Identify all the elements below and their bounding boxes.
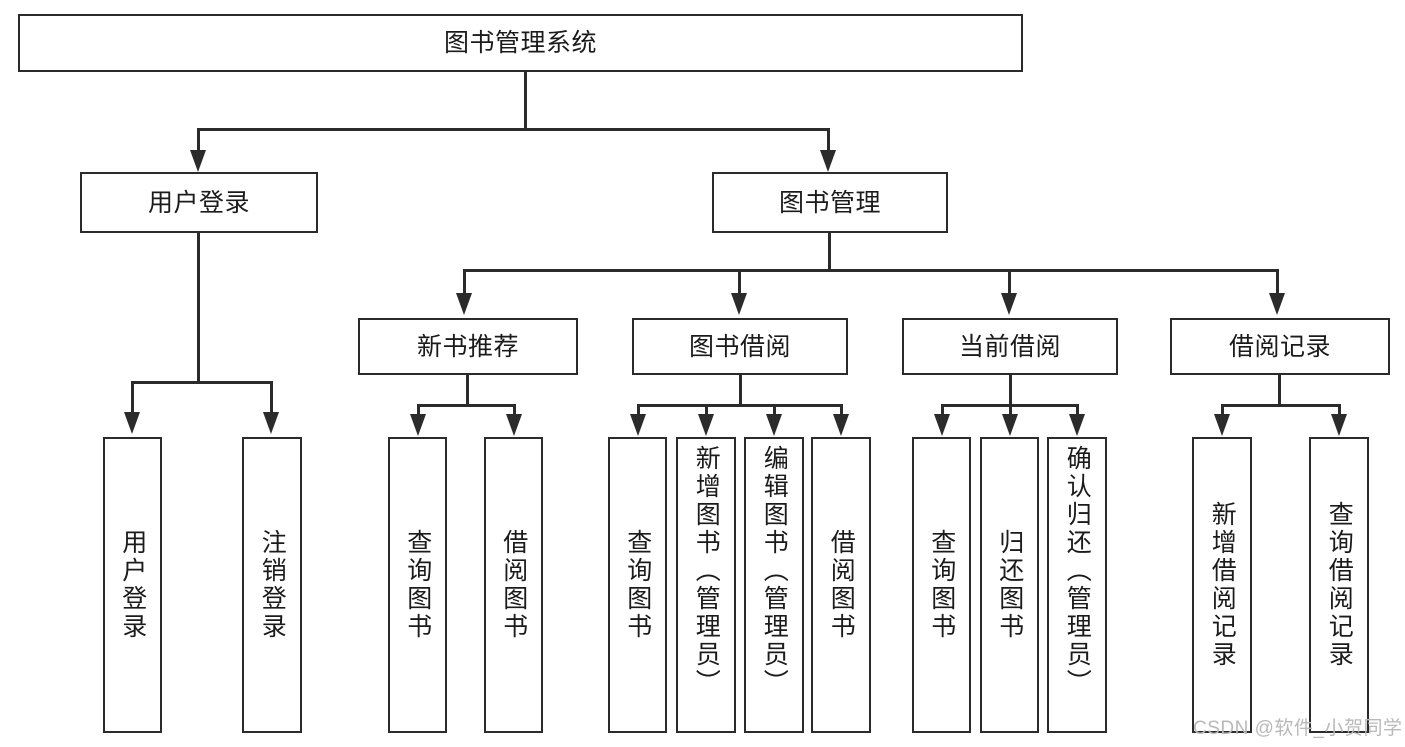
edge-user-login-stem bbox=[197, 233, 200, 383]
node-label: 借阅图书 bbox=[827, 529, 856, 641]
arrowhead-bb-leaf-1 bbox=[630, 414, 646, 436]
edge-root-to-user-login bbox=[197, 128, 200, 152]
node-leaf-query-book-2[interactable]: 查询图书 bbox=[608, 437, 667, 733]
edge-cb-drop-3 bbox=[1076, 404, 1079, 416]
node-label: 编辑图书（管理员） bbox=[760, 445, 789, 697]
edge-bb-drop-1 bbox=[637, 404, 640, 416]
arrowhead-bm-to-borrow-record bbox=[1269, 293, 1285, 315]
edge-nbr-bus bbox=[417, 404, 516, 407]
edge-root-bus bbox=[197, 128, 829, 131]
node-leaf-logout-login[interactable]: 注销登录 bbox=[242, 437, 302, 733]
node-leaf-query-book-3[interactable]: 查询图书 bbox=[912, 437, 971, 733]
edge-nbr-drop-1 bbox=[417, 404, 420, 416]
node-leaf-query-borrow-record[interactable]: 查询借阅记录 bbox=[1309, 437, 1369, 733]
edge-nbr-stem bbox=[466, 375, 469, 407]
arrowhead-root-to-user-login bbox=[190, 150, 206, 172]
edge-root-stem bbox=[524, 72, 527, 130]
node-book-borrow[interactable]: 图书借阅 bbox=[632, 318, 848, 375]
node-user-login[interactable]: 用户登录 bbox=[80, 172, 318, 233]
node-label: 当前借阅 bbox=[958, 332, 1061, 361]
node-label: 归还图书 bbox=[995, 529, 1024, 641]
edge-user-login-bus bbox=[131, 381, 272, 384]
node-leaf-add-book[interactable]: 新增图书（管理员） bbox=[676, 437, 736, 733]
node-label: 图书管理系统 bbox=[443, 29, 597, 57]
node-leaf-borrow-book-1[interactable]: 借阅图书 bbox=[484, 437, 543, 733]
arrowhead-cb-leaf-2 bbox=[1002, 414, 1018, 436]
node-leaf-user-login[interactable]: 用户登录 bbox=[103, 437, 162, 733]
node-borrow-record[interactable]: 借阅记录 bbox=[1170, 318, 1390, 375]
arrowhead-user-login-leaf-2 bbox=[263, 412, 279, 434]
arrowhead-bb-leaf-3 bbox=[766, 414, 782, 436]
node-leaf-query-book-1[interactable]: 查询图书 bbox=[388, 437, 447, 733]
edge-br-bus bbox=[1221, 404, 1341, 407]
node-label: 注销登录 bbox=[258, 529, 287, 641]
node-book-management-system[interactable]: 图书管理系统 bbox=[18, 14, 1023, 72]
node-label: 图书借阅 bbox=[688, 332, 791, 361]
edge-br-stem bbox=[1278, 375, 1281, 407]
edge-bb-drop-3 bbox=[773, 404, 776, 416]
node-label: 新增图书（管理员） bbox=[692, 445, 721, 697]
node-label: 借阅图书 bbox=[499, 529, 528, 641]
arrowhead-cb-leaf-1 bbox=[934, 414, 950, 436]
arrowhead-br-leaf-2 bbox=[1331, 414, 1347, 436]
node-leaf-borrow-book-2[interactable]: 借阅图书 bbox=[811, 437, 871, 733]
arrowhead-nbr-leaf-2 bbox=[506, 414, 522, 436]
node-leaf-return-book[interactable]: 归还图书 bbox=[980, 437, 1039, 733]
edge-bb-stem bbox=[739, 375, 742, 407]
edge-bb-bus bbox=[637, 404, 843, 407]
node-book-management[interactable]: 图书管理 bbox=[712, 172, 948, 233]
node-label: 查询图书 bbox=[927, 529, 956, 641]
node-leaf-add-borrow-record[interactable]: 新增借阅记录 bbox=[1192, 437, 1252, 733]
node-label: 借阅记录 bbox=[1228, 332, 1331, 361]
node-label: 新增借阅记录 bbox=[1208, 501, 1237, 669]
node-label: 查询借阅记录 bbox=[1325, 501, 1354, 669]
arrowhead-br-leaf-1 bbox=[1214, 414, 1230, 436]
node-current-borrow[interactable]: 当前借阅 bbox=[902, 318, 1118, 375]
node-label: 新书推荐 bbox=[416, 332, 519, 361]
edge-bb-drop-4 bbox=[840, 404, 843, 416]
edge-bm-drop-3 bbox=[1008, 269, 1011, 295]
node-label: 查询图书 bbox=[623, 529, 652, 641]
edge-bm-drop-2 bbox=[738, 269, 741, 295]
edge-cb-stem bbox=[1009, 375, 1012, 407]
edge-bm-drop-4 bbox=[1276, 269, 1279, 295]
edge-bm-drop-1 bbox=[463, 269, 466, 295]
arrowhead-cb-leaf-3 bbox=[1069, 414, 1085, 436]
node-label: 图书管理 bbox=[778, 188, 881, 217]
edge-br-drop-1 bbox=[1221, 404, 1224, 416]
node-new-book-recommend[interactable]: 新书推荐 bbox=[358, 318, 578, 375]
arrowhead-root-to-book-management bbox=[820, 150, 836, 172]
node-label: 确认归还（管理员） bbox=[1063, 445, 1092, 697]
node-leaf-confirm-return[interactable]: 确认归还（管理员） bbox=[1047, 437, 1107, 733]
node-label: 用户登录 bbox=[147, 188, 250, 217]
node-label: 查询图书 bbox=[403, 529, 432, 641]
arrowhead-bb-leaf-4 bbox=[833, 414, 849, 436]
edge-cb-drop-2 bbox=[1009, 404, 1012, 416]
csdn-watermark: CSDN @软件_小贺同学 bbox=[1193, 718, 1403, 739]
arrowhead-nbr-leaf-1 bbox=[410, 414, 426, 436]
arrowhead-bm-to-current-borrow bbox=[1001, 293, 1017, 315]
arrowhead-bm-to-new-book-recommend bbox=[456, 293, 472, 315]
edge-book-management-stem bbox=[828, 233, 831, 271]
edge-bb-drop-2 bbox=[705, 404, 708, 416]
node-label: 用户登录 bbox=[118, 529, 147, 641]
node-leaf-edit-book[interactable]: 编辑图书（管理员） bbox=[744, 437, 804, 733]
edge-root-to-book-management bbox=[827, 128, 830, 152]
arrowhead-bm-to-book-borrow bbox=[731, 293, 747, 315]
edge-nbr-drop-2 bbox=[513, 404, 516, 416]
arrowhead-bb-leaf-2 bbox=[698, 414, 714, 436]
edge-cb-drop-1 bbox=[941, 404, 944, 416]
edge-br-drop-2 bbox=[1338, 404, 1341, 416]
arrowhead-user-login-leaf-1 bbox=[124, 412, 140, 434]
edge-book-management-bus bbox=[463, 269, 1278, 272]
edge-user-login-drop-1 bbox=[131, 381, 134, 414]
edge-user-login-drop-2 bbox=[270, 381, 273, 414]
